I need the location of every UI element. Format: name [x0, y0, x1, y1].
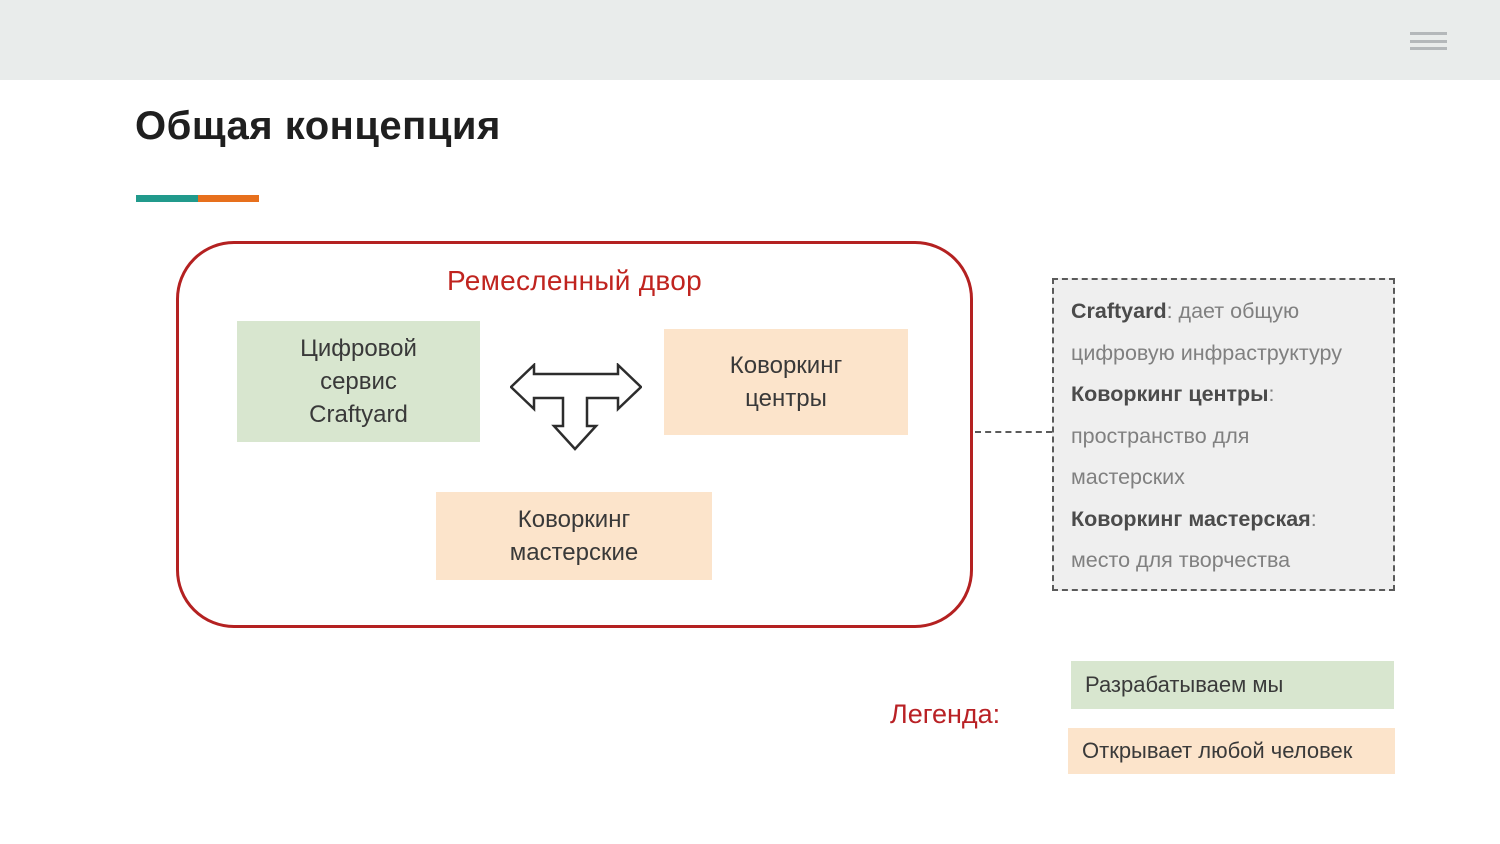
definition-text: : место для творчества — [1071, 506, 1317, 573]
node-coworking-centers: Коворкинг центры — [664, 329, 908, 435]
definition-coworking-centers: Коворкинг центры: пространство для масте… — [1071, 374, 1365, 499]
node-text-line: центры — [745, 385, 827, 412]
dashed-connector-line — [975, 431, 1052, 433]
container-title: Ремесленный двор — [446, 265, 703, 296]
legend-item-text: Открывает любой человек — [1082, 738, 1353, 763]
legend-item-opened-by-anyone: Открывает любой человек — [1068, 728, 1395, 774]
definition-term: Коворкинг мастерская — [1071, 506, 1311, 531]
craft-yard-container: Ремесленный двор Цифровой сервис Craftya… — [176, 241, 973, 628]
node-text-line: Craftyard — [309, 401, 408, 428]
node-digital-service: Цифровой сервис Craftyard — [237, 321, 480, 442]
definition-term: Craftyard — [1071, 299, 1167, 323]
title-accent-bar — [136, 195, 259, 202]
definition-coworking-workshop: Коворкинг мастерская: место для творчест… — [1071, 499, 1365, 582]
page-title: Общая концепция — [135, 104, 501, 148]
menu-bar — [1410, 39, 1447, 43]
node-text-line: Цифровой — [300, 335, 417, 362]
menu-bar — [1410, 47, 1447, 50]
menu-bar — [1410, 32, 1447, 35]
three-way-arrow-icon — [510, 363, 642, 451]
node-text-line: Коворкинг — [729, 352, 843, 379]
top-bar — [0, 0, 1500, 80]
definition-text: : дает общую цифровую инфраструктуру — [1071, 299, 1342, 365]
definition-craftyard: Craftyard: дает общую цифровую инфрастру… — [1071, 291, 1365, 374]
legend-item-developed-by-us: Разрабатываем мы — [1071, 661, 1394, 709]
accent-teal-segment — [136, 195, 198, 202]
node-text-line: сервис — [320, 368, 397, 395]
definitions-panel: Craftyard: дает общую цифровую инфрастру… — [1052, 278, 1395, 591]
definition-text: : пространство для мастерских — [1071, 382, 1275, 489]
legend-item-text: Разрабатываем мы — [1085, 672, 1284, 697]
hamburger-menu-icon[interactable] — [1410, 32, 1447, 50]
node-text-line: мастерские — [509, 539, 639, 566]
accent-orange-segment — [198, 195, 259, 202]
node-coworking-workshops: Коворкинг мастерские — [436, 492, 712, 580]
legend-label: Легенда: — [890, 699, 1001, 729]
node-text-line: Коворкинг — [517, 506, 631, 533]
definition-term: Коворкинг центры — [1071, 382, 1269, 406]
